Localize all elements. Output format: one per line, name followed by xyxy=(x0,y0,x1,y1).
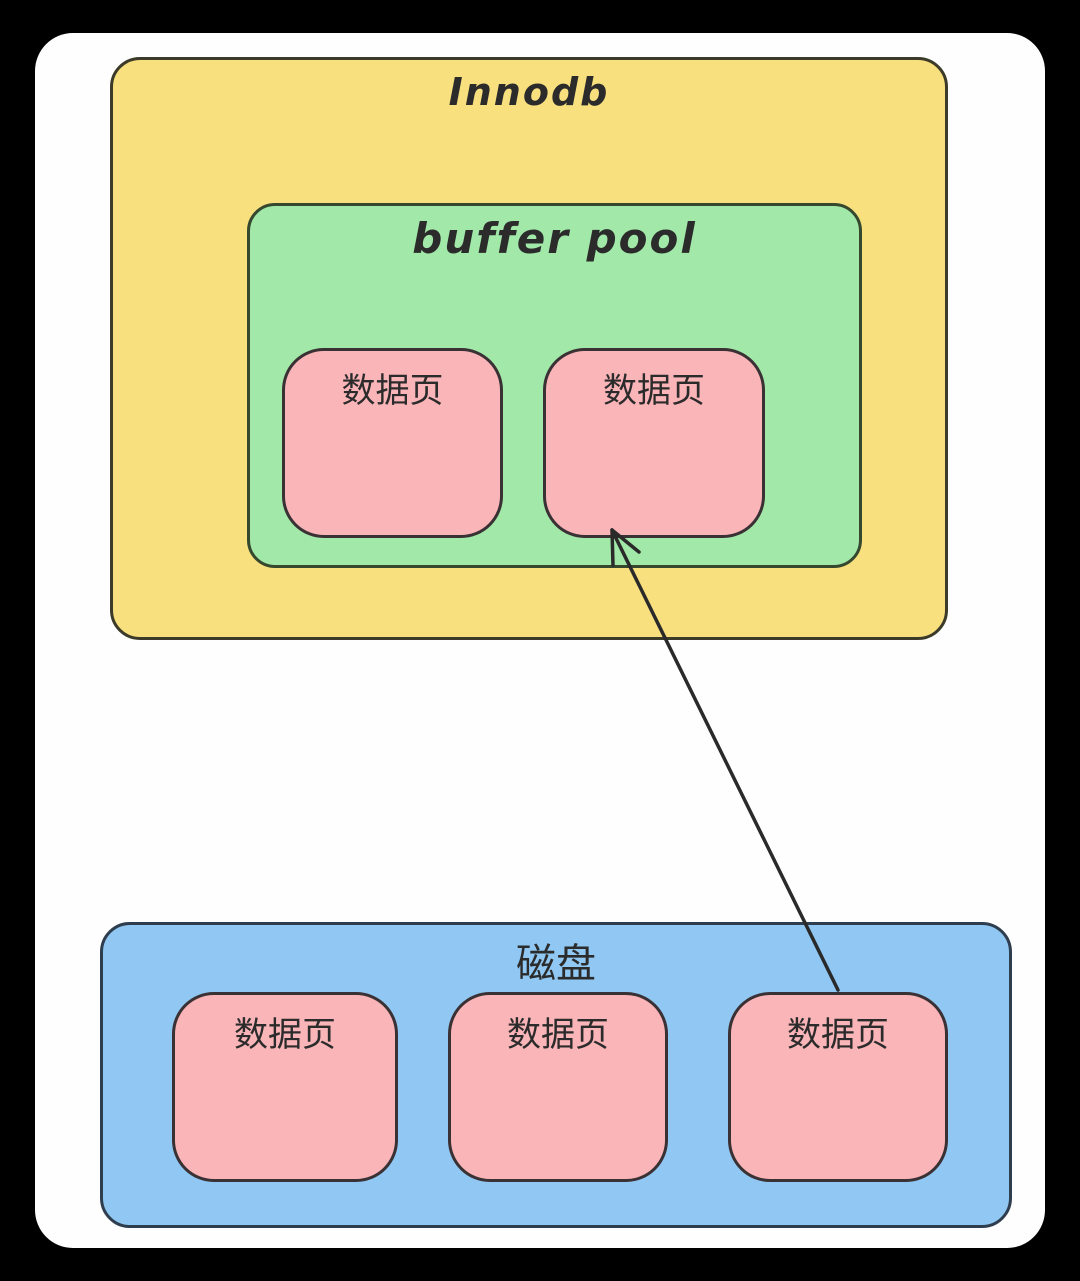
buffer-pool-label: buffer pool xyxy=(412,214,697,263)
disk-data-page-3: 数据页 xyxy=(728,992,948,1182)
data-page-label: 数据页 xyxy=(341,371,444,411)
disk-container: 磁盘 数据页 数据页 数据页 xyxy=(100,922,1012,1228)
data-page-label: 数据页 xyxy=(603,371,705,411)
diagram-frame: Innodb buffer pool 数据页 数据页 磁盘 数据页 数据页 数据… xyxy=(35,33,1045,1248)
innodb-label: Innodb xyxy=(448,70,610,114)
buffer-pool-data-page-2: 数据页 xyxy=(543,348,765,538)
data-page-label: 数据页 xyxy=(507,1015,609,1055)
disk-data-page-1: 数据页 xyxy=(172,992,398,1182)
buffer-pool-data-page-1: 数据页 xyxy=(282,348,503,538)
disk-label: 磁盘 xyxy=(516,941,596,987)
data-page-label: 数据页 xyxy=(787,1015,889,1055)
innodb-container: Innodb buffer pool 数据页 数据页 xyxy=(110,57,948,640)
buffer-pool-container: buffer pool 数据页 数据页 xyxy=(247,203,862,568)
data-page-label: 数据页 xyxy=(234,1015,336,1055)
disk-data-page-2: 数据页 xyxy=(448,992,668,1182)
